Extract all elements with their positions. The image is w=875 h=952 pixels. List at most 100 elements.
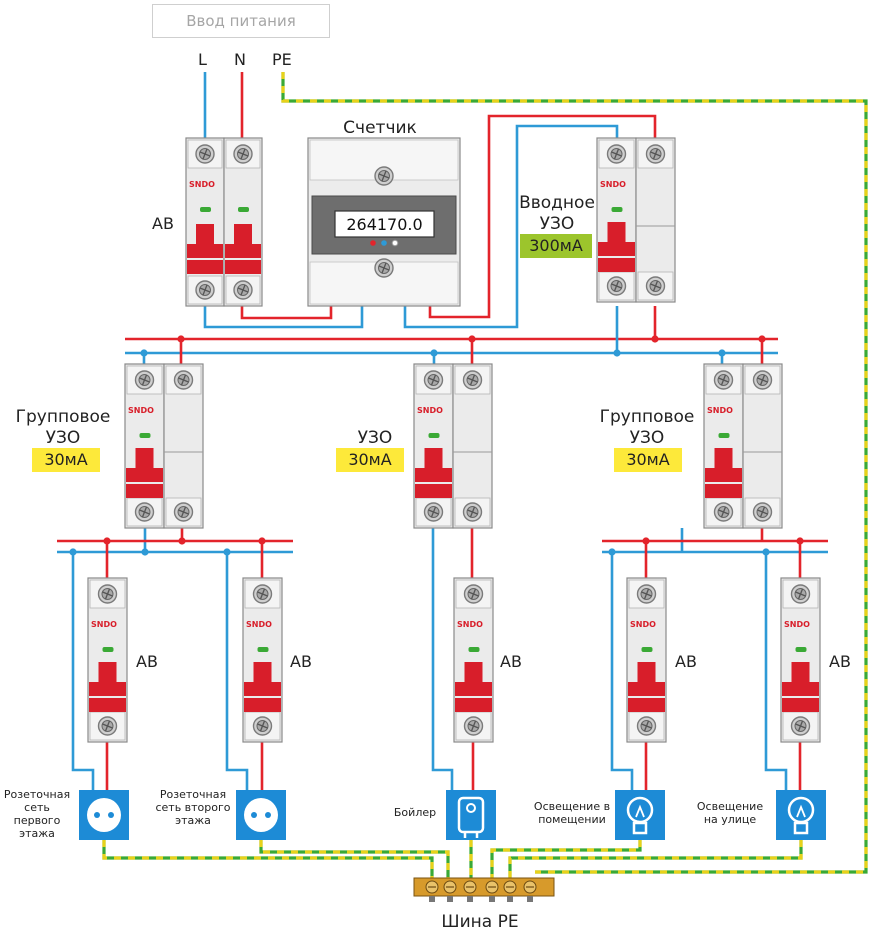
breaker-5-screw-top-slot-b <box>797 588 804 600</box>
rcd-1-title: Групповое УЗО <box>15 407 111 448</box>
rcd-3-rating: 30мА <box>614 448 682 472</box>
rcd-2-pole-2-screw-top-slot-b <box>469 374 476 386</box>
load-1-socket-icon-face <box>87 798 121 832</box>
meter-screw-bottom-slot-b <box>381 262 387 274</box>
breaker-4: SNDO <box>626 577 667 743</box>
main-breaker-pole-2-screw-top-slot-b <box>240 148 246 160</box>
branch-3-to-load-blue <box>431 528 454 790</box>
rcd-1-pole-1-led <box>139 433 151 438</box>
rcd-2-title: УЗО <box>357 428 393 448</box>
input-rcd-pole-1-lever-handle <box>607 222 626 244</box>
rcd-2-pole-2-screw-bottom-slot-b <box>469 506 476 518</box>
branch-1-to-load-blue <box>71 552 95 790</box>
input-rcd-pole-1-lever-lower <box>598 258 635 272</box>
pe-bus-foot-2 <box>447 896 453 902</box>
breaker-2-lever-base <box>244 682 281 696</box>
breaker-1-screw-top-slot-b <box>104 588 111 600</box>
breaker-1-lever-base <box>89 682 126 696</box>
breaker-1-led <box>102 647 114 652</box>
ground-load-4 <box>490 840 642 880</box>
rcd-1-pole-1-screw-top-slot-b <box>141 374 148 386</box>
rcd-2-pole-1-led <box>428 433 440 438</box>
breaker-4-brand: SNDO <box>630 620 656 629</box>
rcd-3-pole-1-screw-bottom-slot-b <box>720 506 727 518</box>
wire-pe-trunk-stripe <box>281 72 868 874</box>
input-rcd-pole-1: SNDO <box>596 137 637 303</box>
branch-5-to-load-blue <box>764 552 788 790</box>
breaker-4-lever-handle <box>637 662 656 684</box>
branch-5-node-n <box>762 548 770 556</box>
rcd-3-title: Групповое УЗО <box>599 407 695 448</box>
electricity-meter: 264170.0 <box>307 137 461 307</box>
branch-2-node-l <box>258 537 266 545</box>
ground-load-4-stripe <box>490 840 642 880</box>
main-breaker-pole-2-lever-handle <box>234 224 252 246</box>
breaker-4-led <box>641 647 653 652</box>
main-breaker-pole-1-brand: SNDO <box>189 180 215 189</box>
rcd-3-pole-2 <box>742 363 783 529</box>
wire-label-l: L <box>198 50 207 69</box>
input-rcd-pole-1-screw-top-slot-b <box>613 148 620 160</box>
load-3-boiler-icon-gauge <box>466 803 476 813</box>
rcd-3-pole-1-brand: SNDO <box>707 406 733 415</box>
rcd-3-pole-1-lever-base <box>705 468 742 482</box>
breaker-3-lever-handle <box>464 662 483 684</box>
input-rcd-pole-1-lever-base <box>598 242 635 256</box>
node-rcd1-n <box>140 349 148 357</box>
load-1-socket-icon <box>79 790 129 840</box>
branch-2-node-n <box>223 548 231 556</box>
rcd-3-pole-1-lever-lower <box>705 484 742 498</box>
load-1-socket-icon-hole-l <box>94 812 100 818</box>
input-rcd-pole-1-screw-bottom-slot-b <box>613 280 620 292</box>
main-breaker-pole-1-lever-base <box>187 244 223 258</box>
node-rcd2-n <box>430 349 438 357</box>
breaker-3-screw-top-slot-b <box>470 588 477 600</box>
load-2-socket-icon-face <box>244 798 278 832</box>
rcd-2-pole-1-screw-top-slot-b <box>430 374 437 386</box>
main-breaker-pole-2-led <box>238 207 249 212</box>
input-rcd-rating: 300мА <box>520 234 592 258</box>
node-rcd2-l <box>468 335 476 343</box>
breaker-5-brand: SNDO <box>784 620 810 629</box>
load-4-label: Освещение в помещении <box>533 800 611 826</box>
branch-4-node-l <box>642 537 650 545</box>
power-input-box: Ввод питания <box>152 4 330 38</box>
breaker-5-label: АВ <box>829 652 851 671</box>
breaker-3-label: АВ <box>500 652 522 671</box>
breaker-5-led <box>795 647 807 652</box>
main-breaker-pole-1: SNDO <box>185 137 225 307</box>
breaker-5-lever-lower <box>782 698 819 712</box>
wire-main-to-meter-red <box>240 306 333 320</box>
breaker-3: SNDO <box>453 577 494 743</box>
wire-main-to-meter-blue <box>203 306 364 329</box>
main-breaker-pole-2-lever-base <box>225 244 261 258</box>
rcd-2-pole-1-brand: SNDO <box>417 406 443 415</box>
main-breaker-pole-1-lever-lower <box>187 260 223 274</box>
main-breaker-label: АВ <box>152 214 174 233</box>
wire-label-n: N <box>234 50 246 69</box>
load-2-socket-icon-hole-r <box>265 812 271 818</box>
breaker-3-lever-base <box>455 682 492 696</box>
ground-load-1-stripe <box>102 840 434 880</box>
load-2-socket-icon-hole-l <box>251 812 257 818</box>
wire-meter-to-rcd-red <box>428 114 657 319</box>
load-3-label: Бойлер <box>393 806 437 819</box>
input-rcd-title: Вводное УЗО <box>519 193 595 234</box>
load-5-lamp-icon <box>776 790 826 840</box>
breaker-1: SNDO <box>87 577 128 743</box>
breaker-4-lever-base <box>628 682 665 696</box>
rcd-2-pole-1-lever-handle <box>424 448 443 470</box>
breaker-4-label: АВ <box>675 652 697 671</box>
rcd-1-pole-2-screw-top-slot-b <box>180 374 187 386</box>
rcd-2-pole-1: SNDO <box>413 363 454 529</box>
node-rcd3-n <box>718 349 726 357</box>
rcd-3-pole-1-screw-top-slot-b <box>720 374 727 386</box>
load-2-label: Розеточная сеть второго этажа <box>155 788 231 827</box>
meter-display <box>334 210 435 238</box>
breaker-2-screw-bottom-slot-b <box>259 720 266 732</box>
breaker-1-lever-handle <box>98 662 117 684</box>
pe-bus-foot-3 <box>467 896 473 902</box>
meter-title: Счетчик <box>343 118 417 138</box>
